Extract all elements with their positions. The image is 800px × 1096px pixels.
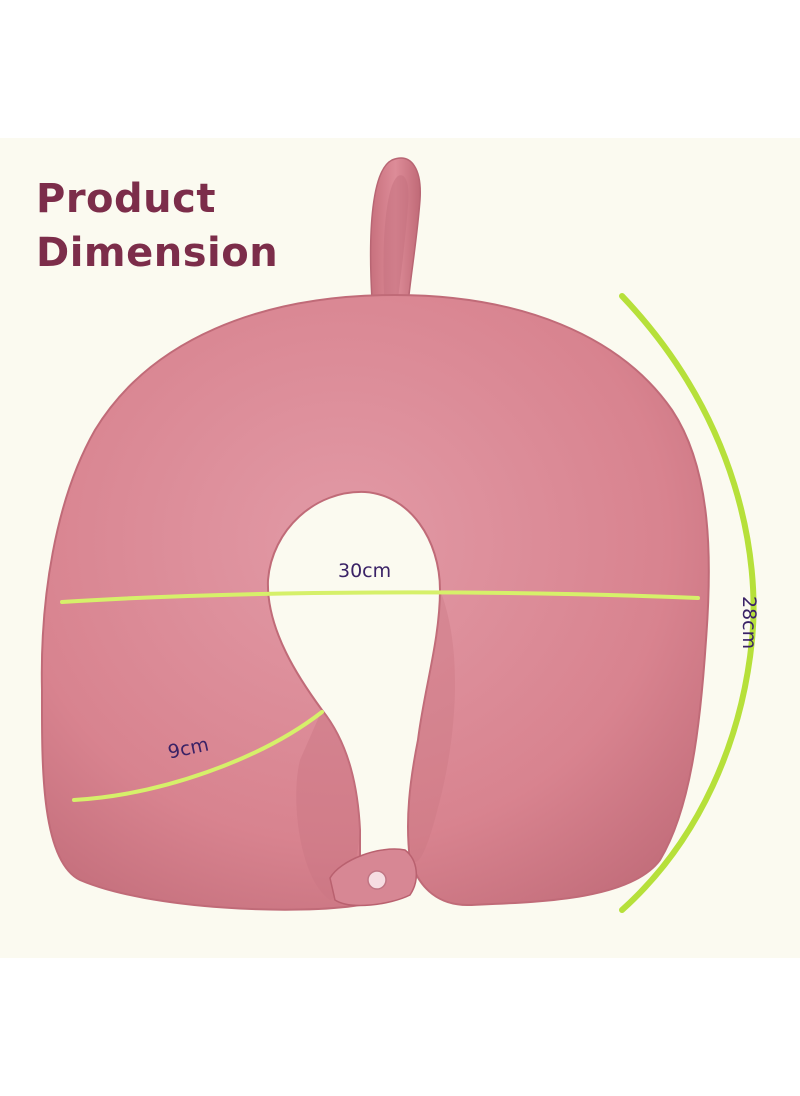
height-label: 28cm — [738, 596, 760, 650]
page-title: Product Dimension — [36, 172, 278, 280]
width-label: 30cm — [338, 560, 392, 582]
width-measure-line — [60, 590, 700, 604]
snap-button — [367, 870, 387, 890]
pillow-body — [40, 293, 710, 911]
title-line-1: Product — [36, 176, 216, 222]
height-measure-arc — [619, 293, 757, 913]
title-line-2: Dimension — [36, 230, 279, 276]
thickness-measure-line — [72, 710, 324, 802]
